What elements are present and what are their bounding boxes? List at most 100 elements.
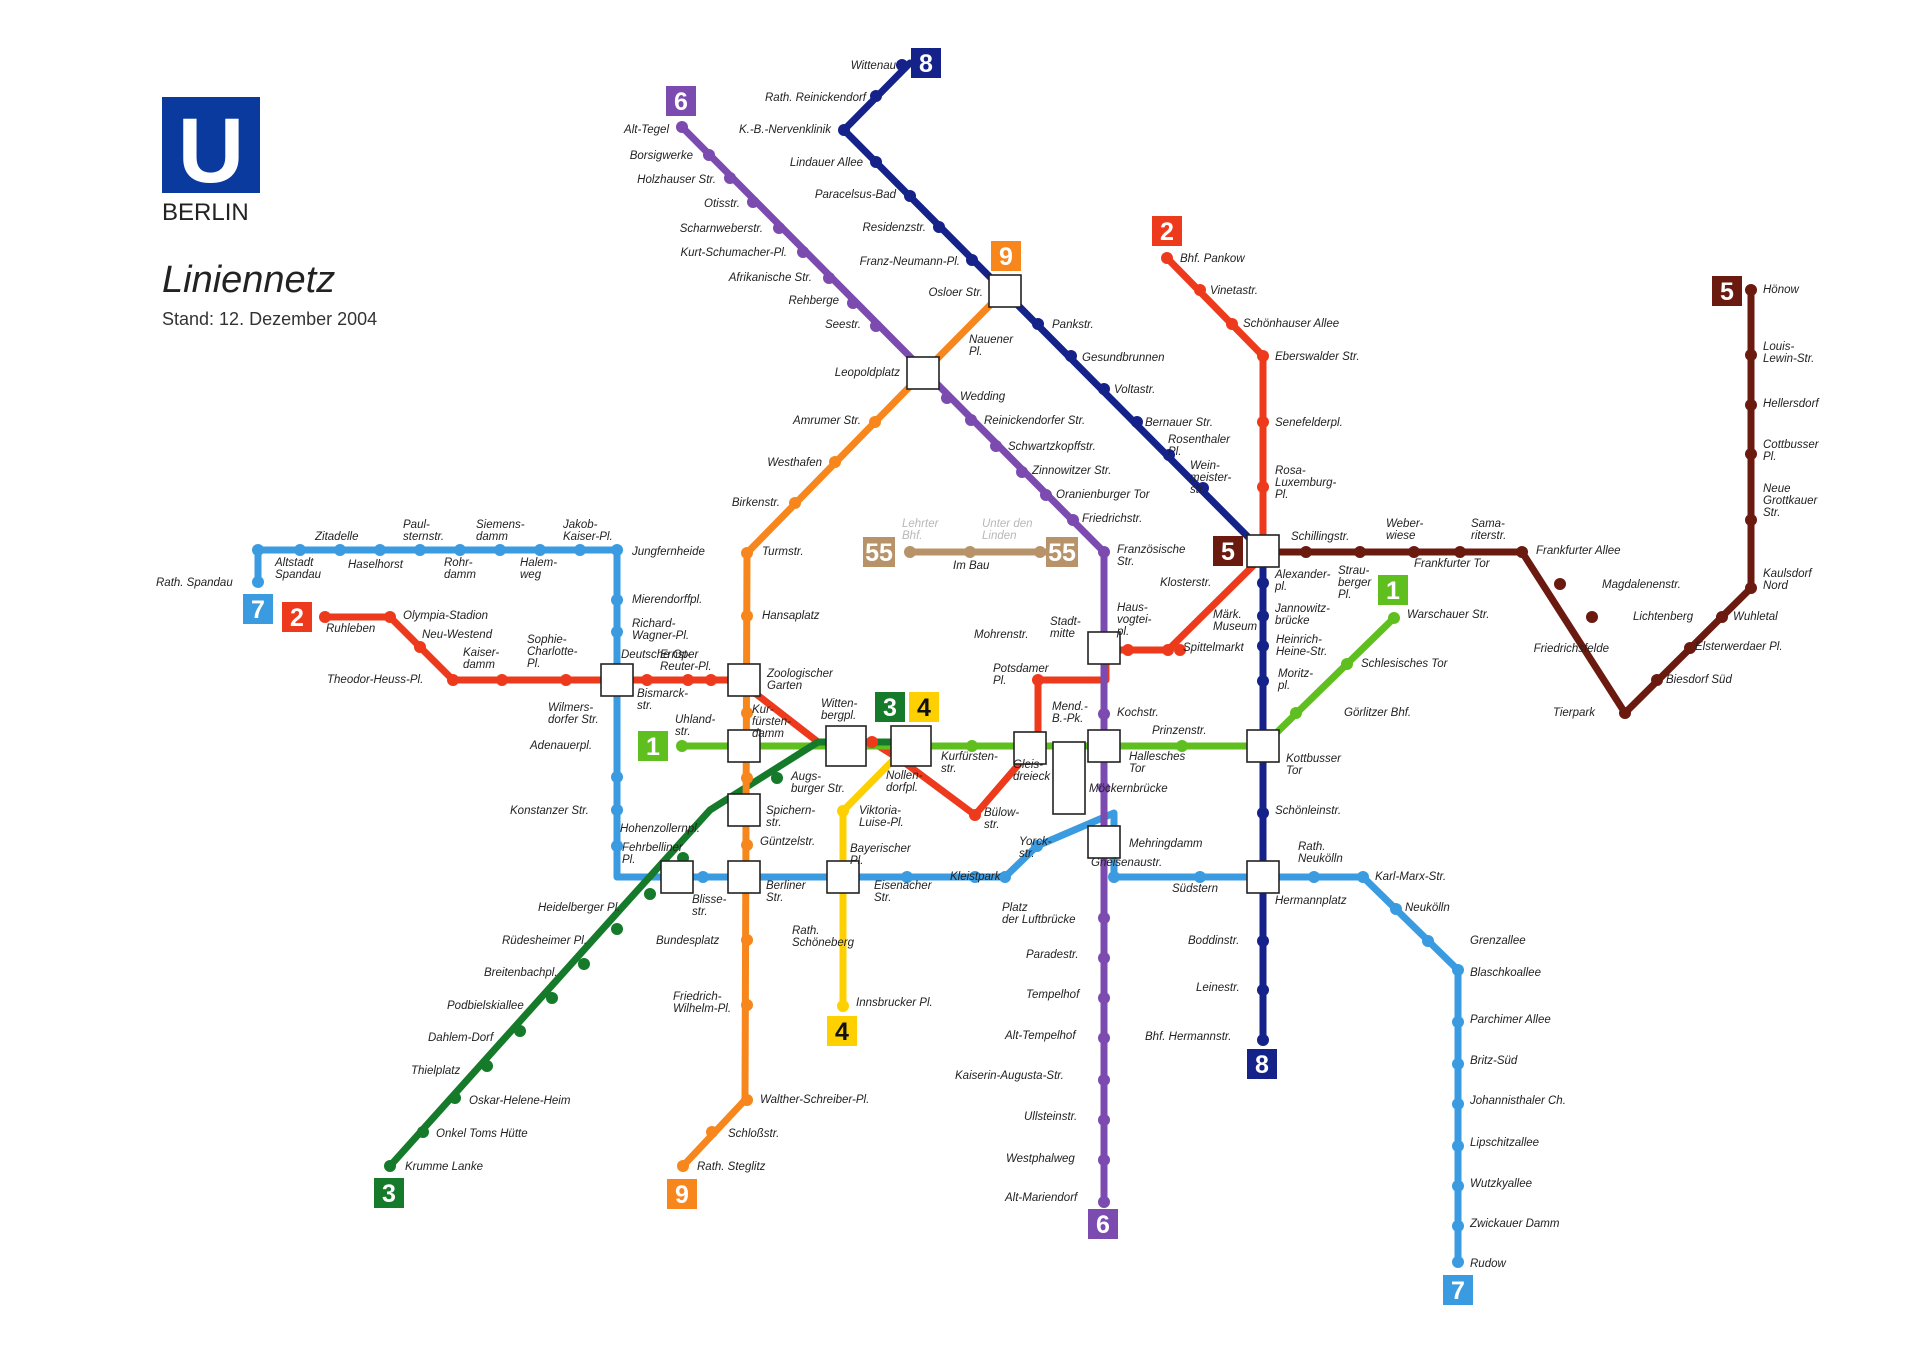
- interchange-hallesches-tor[interactable]: [1087, 729, 1121, 763]
- station-dot-u8-13[interactable]: [1257, 577, 1269, 589]
- interchange-bismarckstr[interactable]: [600, 663, 634, 697]
- line-badge-b5-mid[interactable]: [1213, 536, 1243, 566]
- station-dot-u9-13[interactable]: [677, 1160, 689, 1172]
- station-dot-u6-14[interactable]: [1067, 514, 1079, 526]
- station-dot-u9-1[interactable]: [869, 416, 881, 428]
- interchange-alexanderplatz[interactable]: [1246, 534, 1280, 568]
- station-dot-u6-13[interactable]: [1040, 489, 1052, 501]
- station-dot-u7-5[interactable]: [414, 544, 426, 556]
- line-badge-b9-top[interactable]: [991, 241, 1021, 271]
- station-dot-u5-12[interactable]: [1745, 582, 1757, 594]
- interchange-zoologischer-garten[interactable]: [727, 663, 761, 697]
- station-dot-u8-17[interactable]: [1257, 807, 1269, 819]
- interchange-leopoldplatz[interactable]: [906, 356, 940, 390]
- station-dot-u6-1[interactable]: [703, 149, 715, 161]
- station-dot-u5-10[interactable]: [1684, 642, 1696, 654]
- station-dot-u3-4[interactable]: [514, 1025, 526, 1037]
- station-dot-u9-12[interactable]: [706, 1126, 718, 1138]
- station-dot-u5-6[interactable]: [1554, 578, 1566, 590]
- station-dot-u3-8[interactable]: [644, 888, 656, 900]
- station-dot-u2-0[interactable]: [1161, 252, 1173, 264]
- interchange-berliner-str[interactable]: [727, 860, 761, 894]
- station-dot-u8-4[interactable]: [904, 190, 916, 202]
- station-dot-u6-4[interactable]: [773, 222, 785, 234]
- station-dot-u7-11[interactable]: [611, 594, 623, 606]
- station-dot-u1-4[interactable]: [1341, 658, 1353, 670]
- station-dot-u6-6[interactable]: [823, 272, 835, 284]
- station-dot-u5-11[interactable]: [1716, 611, 1728, 623]
- station-dot-u1-2[interactable]: [1176, 740, 1188, 752]
- station-dot-u2-7[interactable]: [1162, 644, 1174, 656]
- station-dot-u3-7[interactable]: [611, 923, 623, 935]
- station-dot-u9-11[interactable]: [741, 1094, 753, 1106]
- station-dot-u3-1[interactable]: [417, 1126, 429, 1138]
- station-dot-u2-2[interactable]: [1226, 318, 1238, 330]
- line-badge-b7-bot[interactable]: [1443, 1275, 1473, 1305]
- station-dot-u5-3[interactable]: [1408, 546, 1420, 558]
- station-dot-u6-20[interactable]: [1098, 992, 1110, 1004]
- station-dot-u7-27[interactable]: [1452, 964, 1464, 976]
- station-dot-u6-15[interactable]: [1098, 546, 1110, 558]
- station-dot-u6-5[interactable]: [797, 246, 809, 258]
- station-dot-u3-5[interactable]: [546, 992, 558, 1004]
- station-dot-u7-22[interactable]: [1194, 871, 1206, 883]
- interchange-moeckernbruecke[interactable]: [1052, 741, 1086, 815]
- interchange-wittenbergplatz[interactable]: [825, 725, 867, 767]
- station-dot-u7-16[interactable]: [697, 871, 709, 883]
- interchange-nollendorfplatz[interactable]: [890, 725, 932, 767]
- station-dot-u55-1[interactable]: [964, 546, 976, 558]
- station-dot-u7-12[interactable]: [611, 626, 623, 638]
- station-dot-u7-6[interactable]: [454, 544, 466, 556]
- station-dot-u55-0[interactable]: [904, 546, 916, 558]
- station-dot-u6-3[interactable]: [747, 196, 759, 208]
- line-badge-b9-bot[interactable]: [667, 1179, 697, 1209]
- station-dot-u2-19[interactable]: [414, 641, 426, 653]
- station-dot-u4-1[interactable]: [837, 1000, 849, 1012]
- station-dot-u8-5[interactable]: [933, 221, 945, 233]
- line-badge-b3-mid[interactable]: [875, 692, 905, 722]
- station-dot-u1-5[interactable]: [1388, 612, 1400, 624]
- station-dot-u5-8[interactable]: [1619, 707, 1631, 719]
- station-dot-u5-7[interactable]: [1586, 611, 1598, 623]
- station-dot-u8-15[interactable]: [1257, 640, 1269, 652]
- station-dot-u5-17[interactable]: [1745, 284, 1757, 296]
- line-badge-b6-top[interactable]: [666, 86, 696, 116]
- interchange-gleisdreieck[interactable]: [1013, 731, 1047, 765]
- station-dot-u2-9[interactable]: [1032, 674, 1044, 686]
- station-dot-u6-11[interactable]: [990, 440, 1002, 452]
- station-dot-u7-24[interactable]: [1357, 871, 1369, 883]
- station-dot-u2-14[interactable]: [682, 674, 694, 686]
- station-dot-u2-20[interactable]: [384, 611, 396, 623]
- station-dot-u6-17[interactable]: [1098, 782, 1110, 794]
- station-dot-u7-20[interactable]: [1031, 840, 1043, 852]
- station-dot-u6-12[interactable]: [1016, 466, 1028, 478]
- station-dot-u8-10[interactable]: [1131, 416, 1143, 428]
- station-dot-u9-10[interactable]: [741, 999, 753, 1011]
- station-dot-u7-15[interactable]: [611, 840, 623, 852]
- station-dot-u5-15[interactable]: [1745, 399, 1757, 411]
- station-dot-u7-4[interactable]: [374, 544, 386, 556]
- line-badge-b2-top[interactable]: [1152, 216, 1182, 246]
- station-dot-u7-33[interactable]: [1452, 1220, 1464, 1232]
- station-dot-u5-16[interactable]: [1745, 349, 1757, 361]
- station-dot-u9-8[interactable]: [741, 839, 753, 851]
- station-dot-u7-19[interactable]: [999, 871, 1011, 883]
- interchange-stadtmitte[interactable]: [1087, 631, 1121, 665]
- station-dot-u8-11[interactable]: [1163, 449, 1175, 461]
- station-dot-u3-2[interactable]: [449, 1092, 461, 1104]
- interchange-spichernstr[interactable]: [727, 793, 761, 827]
- line-badge-b2-left[interactable]: [282, 602, 312, 632]
- station-dot-u7-29[interactable]: [1452, 1058, 1464, 1070]
- line-badge-b5-top[interactable]: [1712, 276, 1742, 306]
- station-dot-u7-14[interactable]: [611, 804, 623, 816]
- line-badge-b3-bot[interactable]: [374, 1178, 404, 1208]
- station-dot-u2-4[interactable]: [1257, 416, 1269, 428]
- station-dot-u6-21[interactable]: [1098, 1032, 1110, 1044]
- station-dot-u1-1[interactable]: [966, 740, 978, 752]
- station-dot-u5-1[interactable]: [1300, 546, 1312, 558]
- station-dot-u7-30[interactable]: [1452, 1098, 1464, 1110]
- station-dot-u9-2[interactable]: [829, 456, 841, 468]
- station-dot-u3-6[interactable]: [578, 958, 590, 970]
- station-dot-u7-13[interactable]: [611, 771, 623, 783]
- station-dot-u2-10[interactable]: [969, 809, 981, 821]
